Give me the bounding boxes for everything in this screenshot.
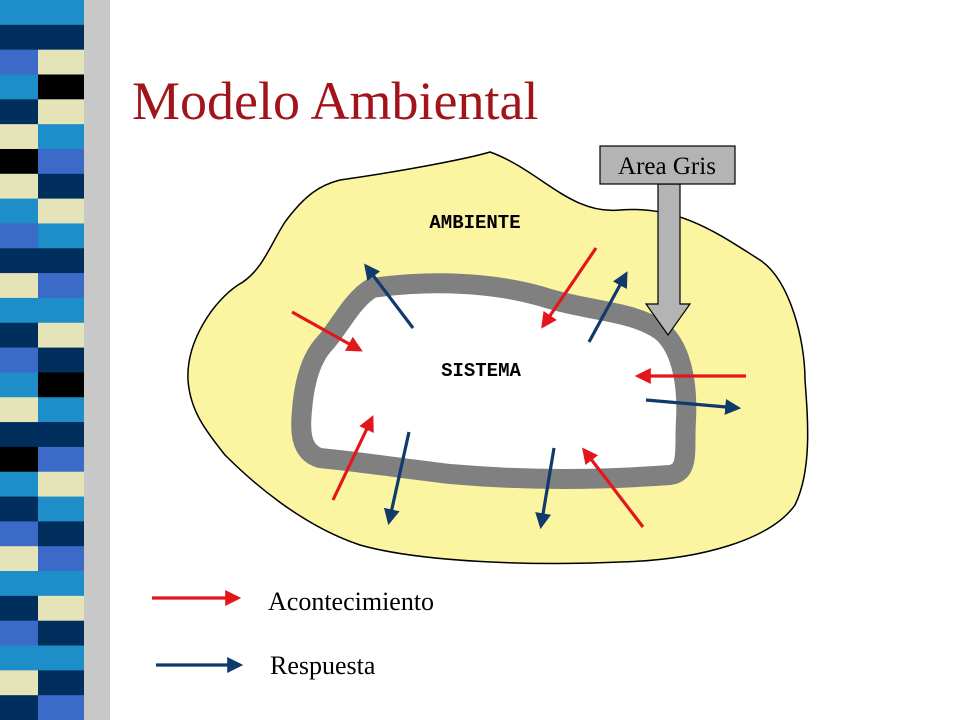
strip-block <box>38 397 84 423</box>
strip-block <box>38 695 84 720</box>
strip-block <box>0 223 38 249</box>
strip-block <box>38 248 84 274</box>
strip-block <box>38 0 84 26</box>
event-arrow <box>541 247 598 329</box>
strip-block <box>0 49 38 76</box>
system-boundary <box>291 273 697 489</box>
strip-block <box>0 173 38 200</box>
strip-block <box>38 422 84 448</box>
strip-block <box>0 0 38 26</box>
strip-block <box>38 148 84 175</box>
strip-block <box>0 595 38 622</box>
gray-area-label: Area Gris <box>618 153 716 180</box>
response-arrows <box>364 263 742 530</box>
system-label: SISTEMA <box>441 360 521 382</box>
strip-block <box>0 620 38 647</box>
strip-block <box>0 322 38 349</box>
legend-response-label: Respuesta <box>270 651 376 680</box>
response-arrow <box>587 271 628 343</box>
legend: Acontecimiento Respuesta <box>152 587 434 680</box>
strip-block <box>38 595 84 622</box>
strip-block <box>38 620 84 647</box>
strip-block <box>38 124 84 150</box>
strip-block <box>38 571 84 597</box>
strip-block <box>38 297 84 324</box>
strip-block <box>0 297 38 324</box>
event-arrow <box>331 415 374 501</box>
strip-block <box>0 695 38 720</box>
legend-event-label: Acontecimiento <box>268 587 434 616</box>
strip-block <box>0 546 38 572</box>
strip-block <box>0 372 38 398</box>
strip-block <box>0 397 38 423</box>
strip-blocks <box>0 0 84 720</box>
strip-block <box>0 422 38 448</box>
strip-block <box>38 471 84 498</box>
gray-area-callout: Area Gris <box>599 145 736 337</box>
event-arrow <box>291 310 363 352</box>
strip-block <box>38 670 84 696</box>
strip-block <box>0 273 38 299</box>
strip-block <box>0 446 38 473</box>
decorative-side-strip <box>0 0 110 720</box>
strip-block <box>0 148 38 175</box>
environment-label: AMBIENTE <box>429 212 520 234</box>
response-arrow <box>535 447 556 530</box>
event-arrow <box>582 447 645 528</box>
strip-block <box>38 322 84 349</box>
response-arrow <box>383 431 411 526</box>
strip-block <box>0 571 38 597</box>
strip-block <box>0 124 38 150</box>
gray-area-box <box>599 145 736 185</box>
strip-block <box>0 521 38 547</box>
strip-block <box>38 446 84 473</box>
strip-block <box>38 198 84 225</box>
response-arrow <box>364 263 415 329</box>
strip-block <box>38 496 84 522</box>
event-arrows <box>291 247 746 528</box>
strip-block <box>38 521 84 547</box>
gray-area-arrow <box>644 183 692 337</box>
strip-block <box>0 645 38 671</box>
strip-block <box>0 198 38 225</box>
strip-block <box>38 347 84 374</box>
strip-block <box>38 24 84 51</box>
strip-block <box>38 273 84 299</box>
strip-block <box>38 99 84 125</box>
strip-block <box>38 546 84 572</box>
strip-block <box>38 74 84 100</box>
strip-block <box>0 471 38 498</box>
strip-block <box>0 670 38 696</box>
strip-block <box>0 99 38 125</box>
strip-block <box>38 173 84 200</box>
strip-block <box>0 24 38 51</box>
strip-shadow <box>84 0 110 720</box>
strip-block <box>38 49 84 76</box>
strip-block <box>0 496 38 522</box>
strip-block <box>0 248 38 274</box>
strip-block <box>38 223 84 249</box>
response-arrow <box>645 398 742 415</box>
strip-block <box>0 74 38 100</box>
strip-block <box>0 347 38 374</box>
strip-block <box>38 645 84 671</box>
strip-block <box>38 372 84 398</box>
slide-title: Modelo Ambiental <box>132 71 539 131</box>
